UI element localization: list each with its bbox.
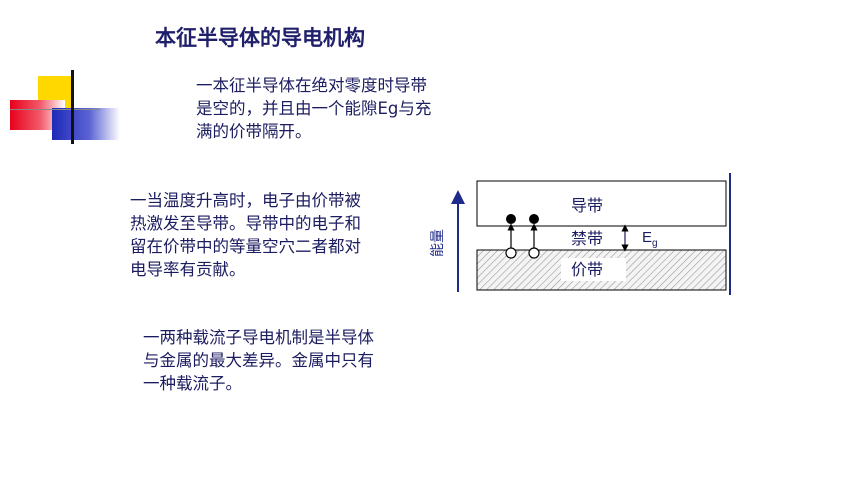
paragraph-two-carriers: 一两种载流子导电机制是半导体 与金属的最大差异。金属中只有 一种载流子。 — [143, 326, 443, 395]
paragraph-line: 电导率有贡献。 — [130, 260, 246, 279]
decorative-blue-bar — [52, 108, 120, 140]
paragraph-line: 一本征半导体在绝对零度时导带 — [196, 76, 427, 95]
conduction-band-rect — [476, 180, 727, 227]
page-title: 本征半导体的导电机构 — [155, 26, 365, 50]
paragraph-line: 一种载流子。 — [143, 374, 242, 393]
paragraph-line: 满的价带隔开。 — [196, 122, 312, 141]
paragraph-line: 与金属的最大差异。金属中只有 — [143, 351, 374, 370]
forbidden-band-label: 禁带 — [571, 230, 603, 248]
paragraph-line: 一两种载流子导电机制是半导体 — [143, 328, 374, 347]
paragraph-line: 留在价带中的等量空穴二者都对 — [130, 237, 361, 256]
band-diagram: 能量 导带 价带 禁带 Eg — [429, 173, 731, 295]
electron-dot — [529, 214, 539, 224]
paragraph-line: 热激发至导带。导带中的电子和 — [130, 214, 361, 233]
conduction-band-label: 导带 — [571, 197, 603, 215]
electron-dot — [506, 214, 516, 224]
valence-band-label-background — [561, 258, 626, 281]
gap-symbol: Eg — [642, 229, 658, 249]
paragraph-absolute-zero: 一本征半导体在绝对零度时导带 是空的，并且由一个能隙Eg与充 满的价带隔开。 — [196, 74, 496, 143]
paragraph-line: 一当温度升高时，电子由价带被 — [130, 191, 361, 210]
decorative-vertical-line — [71, 70, 74, 144]
paragraph-thermal-excitation: 一当温度升高时，电子由价带被 热激发至导带。导带中的电子和 留在价带中的等量空穴… — [130, 189, 430, 281]
hole-circle — [528, 247, 540, 259]
energy-axis-label: 能量 — [429, 229, 445, 257]
hole-circle — [505, 247, 517, 259]
valence-band-label: 价带 — [571, 261, 603, 279]
paragraph-line: 是空的，并且由一个能隙Eg与充 — [196, 99, 432, 118]
decorative-horizontal-line — [10, 109, 100, 110]
